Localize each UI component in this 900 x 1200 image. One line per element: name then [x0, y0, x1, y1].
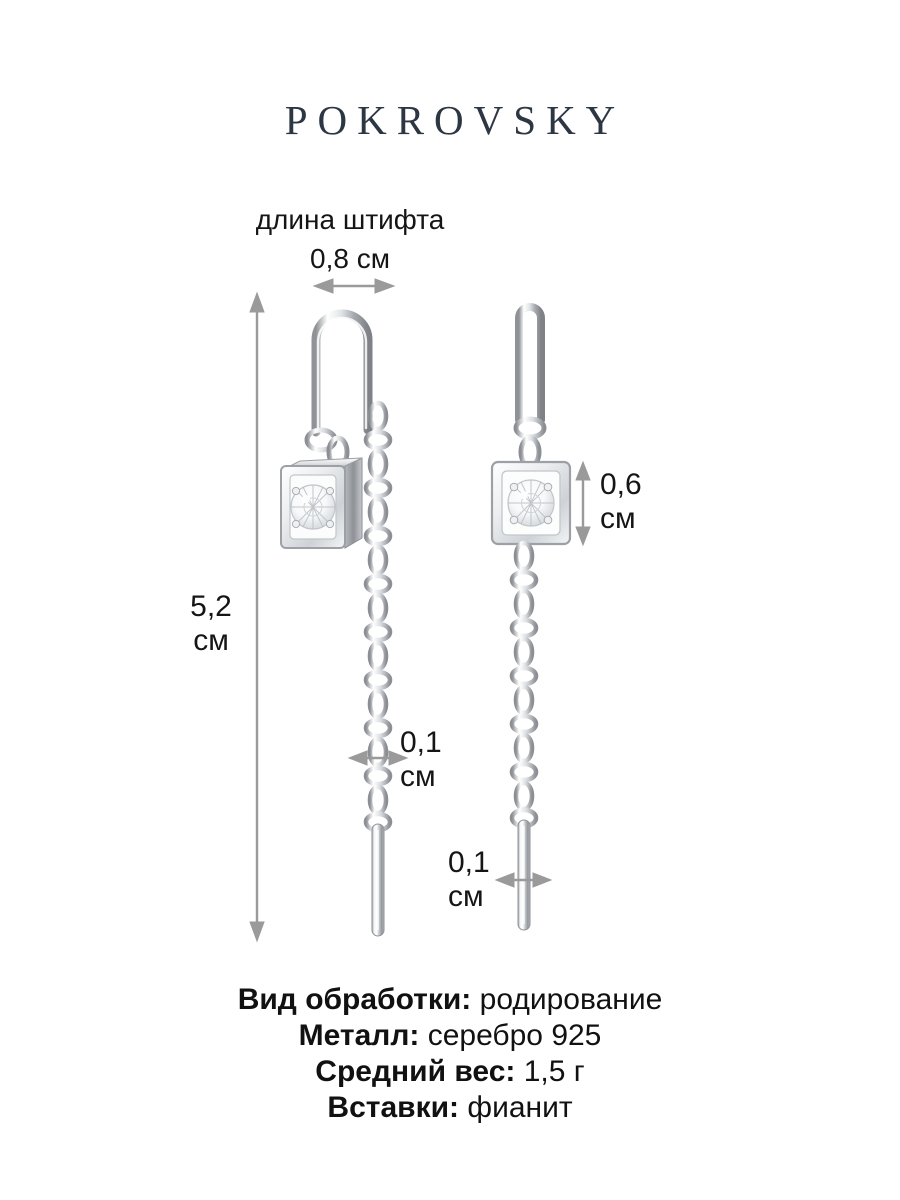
chain-width-value: 0,1 см: [400, 726, 442, 794]
left-gemstone: [290, 484, 336, 530]
right-hook-wire: [515, 303, 545, 424]
spec-value: фианит: [459, 1091, 573, 1124]
left-hook-wire: [311, 309, 373, 437]
pin-length-arrow: [312, 278, 396, 294]
bar-width-arrow: [494, 872, 553, 888]
right-earring: [490, 303, 572, 931]
bezel-height-arrow: [575, 460, 591, 547]
spec-value: серебро 925: [419, 1019, 602, 1052]
left-earring: [280, 309, 393, 937]
total-length-value: 5,2 см: [190, 590, 232, 658]
brand-logo: POKROVSKY: [284, 97, 626, 143]
spec-row: Вставки: фианит: [0, 1090, 900, 1126]
spec-value: 1,5 г: [515, 1055, 585, 1088]
spec-row: Вид обработки: родирование: [0, 982, 900, 1018]
spec-row: Металл: серебро 925: [0, 1018, 900, 1054]
spec-value: родирование: [471, 983, 663, 1016]
right-chain: [509, 540, 539, 829]
right-gemstone: [507, 479, 555, 527]
spec-key: Металл:: [298, 1019, 420, 1052]
left-chain: [363, 400, 393, 833]
left-bezel-setting: [280, 457, 363, 549]
spec-key: Средний вес:: [315, 1055, 516, 1088]
spec-key: Вставки:: [327, 1091, 460, 1124]
chain-width-arrow: [347, 750, 409, 766]
spec-row: Средний вес: 1,5 г: [0, 1054, 900, 1090]
right-bezel-setting: [490, 460, 572, 546]
bar-width-value: 0,1 см: [448, 846, 490, 914]
total-length-arrow: [249, 291, 265, 943]
bezel-height-value: 0,6 см: [600, 468, 642, 536]
pin-length-label: длина штифта: [255, 204, 445, 235]
right-connector-link-1: [513, 416, 547, 440]
pin-length-value: 0,8 см: [310, 243, 390, 274]
spec-key: Вид обработки:: [237, 983, 472, 1016]
